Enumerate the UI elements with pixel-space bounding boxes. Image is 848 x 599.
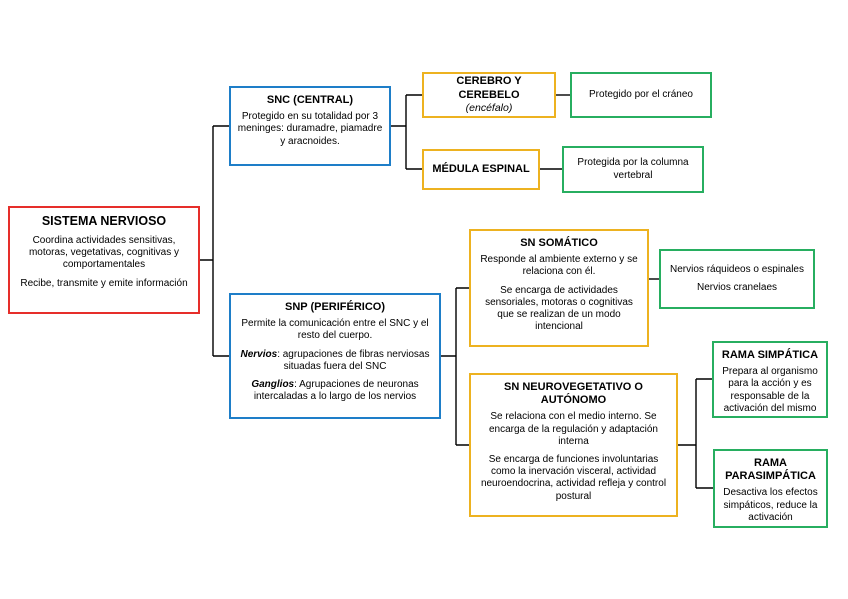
node-title: SNC (CENTRAL) xyxy=(266,94,354,106)
node-title: SISTEMA NERVIOSO xyxy=(41,214,167,228)
node-text-rest: : agrupaciones de fibras nerviosas situa… xyxy=(277,348,430,372)
node-text: Protegido en su totalidad por 3 meninges… xyxy=(237,111,383,147)
node-text: Nervios ráquideos o espinales xyxy=(670,263,804,275)
node-protegida-columna: Protegida por la columna vertebral xyxy=(562,146,704,193)
node-text: Se relaciona con el medio interno. Se en… xyxy=(488,411,658,447)
node-cerebro-cerebelo: CEREBRO Y CEREBELO (encéfalo) xyxy=(422,72,556,118)
node-text: Protegida por la columna vertebral xyxy=(577,157,689,181)
node-text: Coordina actividades sensitivas, motoras… xyxy=(28,235,180,271)
term-nervios: Nervios xyxy=(240,348,278,360)
connector-snc-branch xyxy=(391,94,422,170)
node-rama-simpatica: RAMA SIMPÁTICA Prepara al organismo para… xyxy=(712,341,828,418)
node-title: SN SOMÁTICO xyxy=(520,237,598,249)
node-text: Nervios: agrupaciones de fibras nerviosa… xyxy=(237,349,433,373)
connector-autonomo-branch xyxy=(678,378,713,489)
node-title: CEREBRO Y CEREBELO xyxy=(456,75,522,101)
node-text: Protegido por el cráneo xyxy=(589,88,693,100)
node-text-rest: : Agrupaciones de neuronas intercaladas … xyxy=(253,378,419,403)
node-title: SNP (PERIFÉRICO) xyxy=(284,301,386,313)
term-ganglios: Ganglios xyxy=(251,378,295,390)
node-text: Se encarga de funciones involuntarias co… xyxy=(480,453,667,502)
node-text: Nervios cranelaes xyxy=(696,282,778,293)
node-subtitle: (encéfalo) xyxy=(465,101,513,114)
node-snc-central: SNC (CENTRAL) Protegido en su totalidad … xyxy=(229,86,391,166)
node-nervios-raquideos-craneales: Nervios ráquideos o espinales Nervios cr… xyxy=(659,249,815,309)
node-text: Responde al ambiente externo y se relaci… xyxy=(480,254,638,278)
node-title: MÉDULA ESPINAL xyxy=(432,162,530,175)
node-text: Prepara al organismo para la acción y es… xyxy=(722,366,818,414)
node-medula-espinal: MÉDULA ESPINAL xyxy=(422,149,540,190)
node-text: Desactiva los efectos simpáticos, reduce… xyxy=(723,487,818,523)
node-title: SN NEUROVEGETATIVO O AUTÓNOMO xyxy=(504,381,643,407)
node-protegido-craneo: Protegido por el cráneo xyxy=(570,72,712,118)
node-text: Se encarga de actividades sensoriales, m… xyxy=(485,284,633,333)
node-text: Ganglios: Agrupaciones de neuronas inter… xyxy=(237,379,433,403)
node-sn-autonomo: SN NEUROVEGETATIVO O AUTÓNOMO Se relacio… xyxy=(469,373,678,517)
node-sn-somatico: SN SOMÁTICO Responde al ambiente externo… xyxy=(469,229,649,347)
node-text: Recibe, transmite y emite información xyxy=(20,277,188,289)
node-snp-periferico: SNP (PERIFÉRICO) Permite la comunicación… xyxy=(229,293,441,419)
connector-root-branch xyxy=(200,125,229,357)
connector-snp-branch xyxy=(441,287,469,446)
node-text: Permite la comunicación entre el SNC y e… xyxy=(241,318,429,342)
node-title: RAMA PARASIMPÁTICA xyxy=(725,457,816,483)
node-sistema-nervioso: SISTEMA NERVIOSO Coordina actividades se… xyxy=(8,206,200,314)
node-title: RAMA SIMPÁTICA xyxy=(721,349,819,361)
node-rama-parasimpatica: RAMA PARASIMPÁTICA Desactiva los efectos… xyxy=(713,449,828,528)
